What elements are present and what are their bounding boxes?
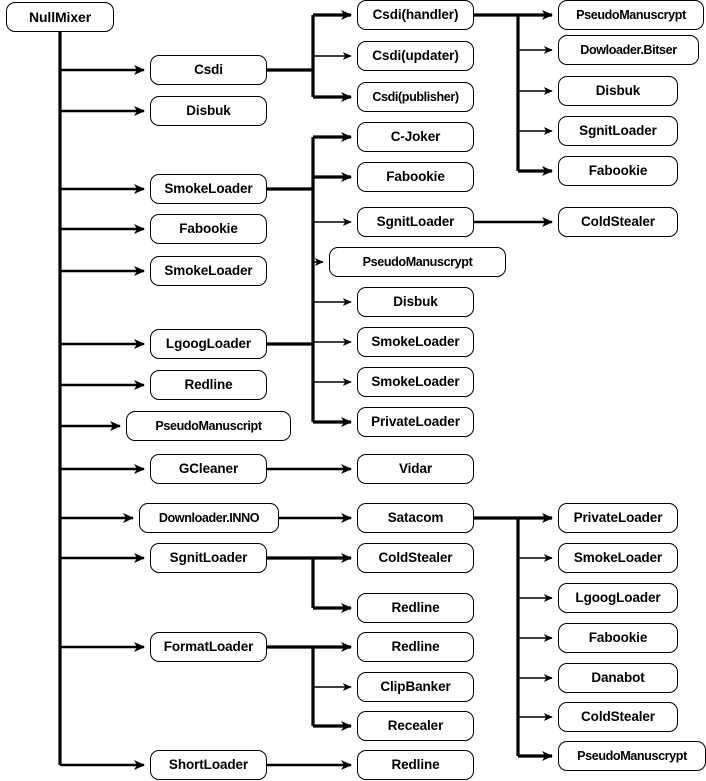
node-formatloader-col1[interactable]: FormatLoader xyxy=(150,632,267,662)
node-pseudomanuscript-col1[interactable]: PseudoManuscript xyxy=(126,411,291,441)
node-danabot-col3[interactable]: Danabot xyxy=(558,663,678,693)
node-smokeloader-col3[interactable]: SmokeLoader xyxy=(558,543,678,573)
node-fabookie-col2-a[interactable]: Fabookie xyxy=(357,162,474,192)
node-csdi-publisher[interactable]: Csdi(publisher) xyxy=(357,82,474,112)
node-lgoogloader-col1[interactable]: LgoogLoader xyxy=(150,329,267,359)
node-recealer-col2[interactable]: Recealer xyxy=(357,711,474,741)
node-redline-col2-b[interactable]: Redline xyxy=(357,632,474,662)
node-satacom-col2[interactable]: Satacom xyxy=(357,503,474,533)
node-dowloader-bitser-col3[interactable]: Dowloader.Bitser xyxy=(558,35,699,65)
node-privateloader-col2[interactable]: PrivateLoader xyxy=(357,407,474,437)
node-coldstealer-col3-a[interactable]: ColdStealer xyxy=(558,207,678,237)
node-sgnitloader-col1[interactable]: SgnitLoader xyxy=(150,543,267,573)
node-shortloader-col1[interactable]: ShortLoader xyxy=(150,750,267,780)
node-pseudomanuscrypt-col3-a[interactable]: PseudoManuscrypt xyxy=(558,0,704,30)
node-disbuk-col2[interactable]: Disbuk xyxy=(357,287,474,317)
node-pseudomanuscrypt-col2[interactable]: PseudoManuscrypt xyxy=(329,247,506,277)
node-smokeloader-col1-a[interactable]: SmokeLoader xyxy=(150,174,267,204)
node-disbuk-col3[interactable]: Disbuk xyxy=(558,76,678,106)
node-sgnitloader-col3[interactable]: SgnitLoader xyxy=(558,116,678,146)
node-pseudomanuscrypt-col3-b[interactable]: PseudoManuscrypt xyxy=(558,741,706,771)
node-redline-col2-c[interactable]: Redline xyxy=(357,750,474,780)
node-sgnitloader-col2[interactable]: SgnitLoader xyxy=(357,207,474,237)
node-redline-col1[interactable]: Redline xyxy=(150,370,267,400)
node-redline-col2-a[interactable]: Redline xyxy=(357,593,474,623)
node-gcleaner-col1[interactable]: GCleaner xyxy=(150,454,267,484)
node-fabookie-col3-a[interactable]: Fabookie xyxy=(558,156,678,186)
node-downloader-inno-col1[interactable]: Downloader.INNO xyxy=(139,503,279,533)
node-vidar-col2[interactable]: Vidar xyxy=(357,454,474,484)
node-disbuk-col1[interactable]: Disbuk xyxy=(150,96,267,126)
node-privateloader-col3[interactable]: PrivateLoader xyxy=(558,503,678,533)
node-coldstealer-col2[interactable]: ColdStealer xyxy=(357,543,474,573)
node-csdi-handler[interactable]: Csdi(handler) xyxy=(357,0,474,30)
node-clipbanker-col2[interactable]: ClipBanker xyxy=(357,672,474,702)
node-csdi[interactable]: Csdi xyxy=(150,55,267,85)
node-c-joker[interactable]: C-Joker xyxy=(357,122,474,152)
node-fabookie-col3-b[interactable]: Fabookie xyxy=(558,623,678,653)
node-csdi-updater[interactable]: Csdi(updater) xyxy=(357,41,474,71)
node-lgoogloader-col3[interactable]: LgoogLoader xyxy=(558,583,678,613)
node-smokeloader-col2-b[interactable]: SmokeLoader xyxy=(357,367,474,397)
node-smokeloader-col2-a[interactable]: SmokeLoader xyxy=(357,327,474,357)
node-nullmixer[interactable]: NullMixer xyxy=(6,2,114,32)
node-coldstealer-col3-b[interactable]: ColdStealer xyxy=(558,702,678,732)
node-smokeloader-col1-b[interactable]: SmokeLoader xyxy=(150,256,267,286)
node-fabookie-col1[interactable]: Fabookie xyxy=(150,214,267,244)
